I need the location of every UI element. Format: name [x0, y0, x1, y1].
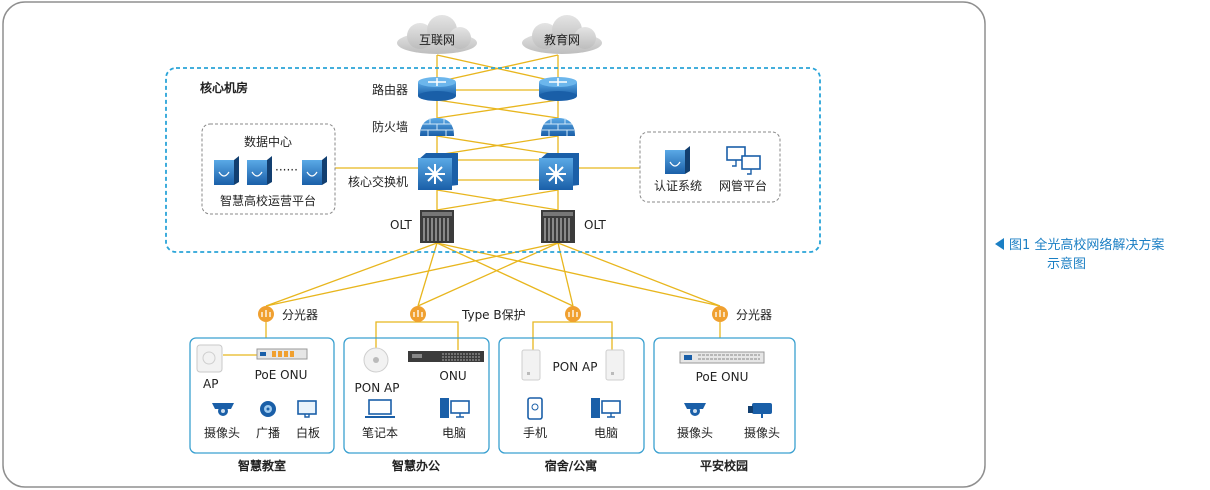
network-management-icon — [726, 146, 761, 175]
figure-caption: 图1 全光高校网络解决方案 示意图 — [995, 236, 1205, 274]
pon-ap-icon — [521, 349, 541, 381]
firewall-icon — [420, 118, 454, 136]
internet-cloud-label: 互联网 — [419, 33, 455, 47]
classroom-onu-label: PoE ONU — [255, 368, 308, 382]
olt-right-label: OLT — [584, 218, 606, 232]
zone-title-campus: 平安校园 — [700, 458, 748, 473]
dorm-pc-label: 电脑 — [594, 426, 618, 440]
core-switch-label: 核心交换机 — [348, 174, 408, 189]
splitter-icon — [712, 306, 728, 322]
phone-icon — [527, 397, 543, 420]
pon-ap-icon — [605, 349, 625, 381]
laptop-icon — [365, 399, 395, 418]
datacenter-dots: ······ — [275, 163, 298, 177]
pc-icon — [440, 398, 470, 418]
datacenter-platform-label: 智慧高校运营平台 — [220, 193, 316, 208]
core-switch-icon — [418, 153, 458, 190]
splitter-left-label: 分光器 — [282, 308, 318, 322]
olt-icon — [420, 210, 454, 243]
classroom-whiteboard-label: 白板 — [296, 425, 320, 440]
router-icon — [539, 77, 577, 101]
cloud-icon — [397, 15, 477, 54]
pc-icon — [591, 398, 621, 418]
bullet-camera-icon — [748, 403, 772, 418]
datacenter-box — [201, 123, 336, 215]
server-icon — [214, 156, 239, 185]
outer-frame — [2, 1, 986, 488]
splitter-icon — [565, 306, 581, 322]
education-cloud-label: 教育网 — [544, 32, 580, 47]
router-label: 路由器 — [372, 82, 408, 97]
zone-box-campus — [653, 337, 796, 454]
office-ap-label: PON AP — [355, 381, 400, 395]
server-icon — [302, 156, 327, 185]
olt-left-label: OLT — [390, 218, 412, 232]
office-laptop-label: 笔记本 — [362, 425, 398, 440]
campus-camera-label-1: 摄像头 — [677, 425, 713, 440]
olt-icon — [541, 210, 575, 243]
pon-ap-icon — [363, 347, 389, 373]
zone-box-dormitory — [498, 337, 645, 454]
splitter-icon — [410, 306, 426, 322]
classroom-broadcast-label: 广播 — [256, 426, 280, 440]
cloud-icon — [522, 15, 602, 54]
wall-ap-icon — [196, 344, 223, 373]
auth-system-label: 认证系统 — [654, 179, 702, 193]
office-pc-label: 电脑 — [442, 426, 466, 440]
zone-box-classroom — [189, 337, 335, 454]
network-management-label: 网管平台 — [719, 178, 767, 193]
datacenter-title: 数据中心 — [244, 134, 292, 149]
firewall-icon — [541, 118, 575, 136]
caption-line-1: 图1 全光高校网络解决方案 — [1009, 238, 1165, 253]
campus-onu-label: PoE ONU — [696, 370, 749, 384]
poe-onu-icon — [256, 348, 308, 360]
core-room-box — [165, 67, 821, 253]
zone-title-classroom: 智慧教室 — [237, 458, 286, 473]
server-icon — [247, 156, 272, 185]
office-onu-label: ONU — [439, 369, 466, 383]
splitter-right-label: 分光器 — [736, 308, 772, 322]
dorm-phone-label: 手机 — [523, 426, 547, 440]
campus-camera-label-2: 摄像头 — [744, 425, 780, 440]
camera-icon — [212, 403, 234, 416]
firewall-label: 防火墙 — [372, 119, 408, 134]
poe-onu-icon — [679, 351, 765, 364]
whiteboard-icon — [297, 400, 317, 418]
zone-title-dormitory: 宿舍/公寓 — [545, 458, 597, 473]
splitter-icon — [258, 306, 274, 322]
broadcast-icon — [260, 401, 276, 417]
dorm-ap-label: PON AP — [553, 360, 598, 374]
onu-icon — [408, 351, 484, 362]
server-icon — [665, 146, 690, 174]
zone-title-office: 智慧办公 — [391, 458, 440, 473]
classroom-ap-label: AP — [203, 377, 218, 391]
services-box — [639, 131, 781, 203]
caption-arrow-icon — [995, 238, 1004, 250]
links — [223, 54, 721, 356]
classroom-camera-label: 摄像头 — [204, 425, 240, 440]
caption-line-2: 示意图 — [1047, 257, 1087, 272]
camera-icon — [684, 403, 706, 416]
router-icon — [418, 77, 456, 101]
core-room-title: 核心机房 — [200, 80, 248, 95]
type-b-protection-label: Type B保护 — [461, 308, 526, 322]
core-switch-icon — [539, 153, 579, 190]
zone-box-office — [343, 337, 490, 454]
